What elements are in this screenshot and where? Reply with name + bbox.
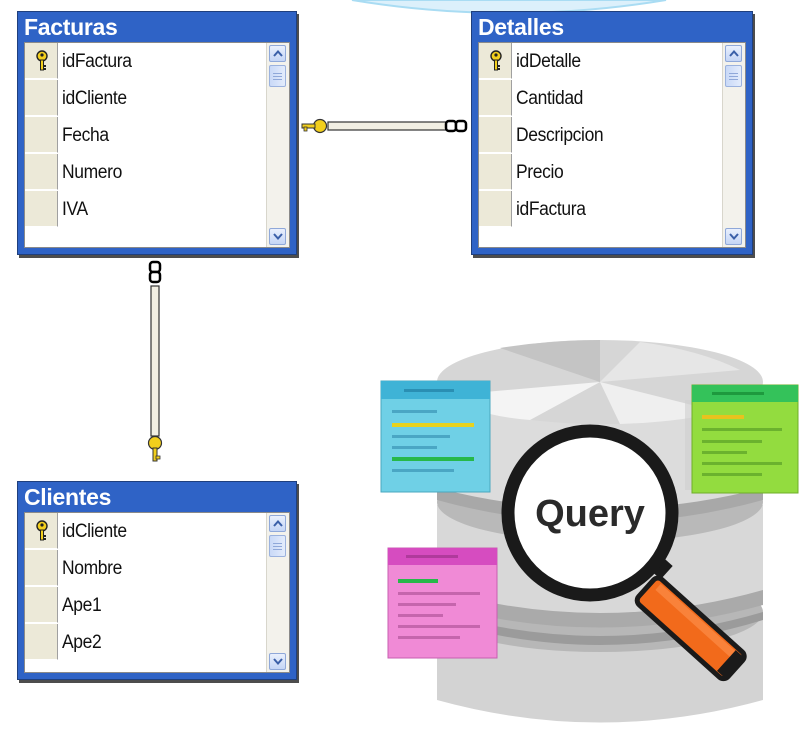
primary-key-icon	[36, 50, 48, 71]
pink-note-card	[387, 547, 498, 659]
field-name: Cantidad	[516, 88, 584, 109]
scroll-up-button[interactable]	[269, 515, 286, 532]
list-item[interactable]: idFactura	[25, 43, 267, 80]
chevron-up-icon	[273, 50, 283, 57]
list-item[interactable]: idFactura	[479, 191, 723, 228]
vertical-scrollbar[interactable]	[266, 43, 289, 247]
field-name: Ape1	[62, 595, 102, 616]
list-item[interactable]: Fecha	[25, 117, 267, 154]
field-name: Descripcion	[516, 125, 604, 146]
field-name: idDetalle	[516, 51, 581, 72]
green-note-card	[691, 384, 799, 494]
field-name: Fecha	[62, 125, 109, 146]
vertical-scrollbar[interactable]	[266, 513, 289, 672]
list-item[interactable]: Ape2	[25, 624, 267, 661]
field-name: idCliente	[62, 88, 127, 109]
relationship-facturas-clientes[interactable]	[147, 260, 163, 462]
infinity-endpoint-icon	[444, 119, 468, 133]
scroll-up-button[interactable]	[725, 45, 742, 62]
chevron-down-icon	[273, 658, 283, 665]
list-item[interactable]: Nombre	[25, 550, 267, 587]
chevron-down-icon	[729, 233, 739, 240]
table-clientes[interactable]: Clientes idCliente Nombre Ape1 Ape2	[17, 481, 297, 680]
magnifier-label: Query	[535, 493, 645, 535]
scroll-down-button[interactable]	[269, 653, 286, 670]
field-name: Ape2	[62, 632, 102, 653]
table-detalles[interactable]: Detalles idDetalle Cantidad Descripcion …	[471, 11, 753, 255]
field-name: Numero	[62, 162, 122, 183]
field-name: idCliente	[62, 521, 127, 542]
scroll-thumb[interactable]	[269, 65, 286, 87]
infinity-endpoint-icon	[148, 260, 162, 284]
list-item[interactable]: Ape1	[25, 587, 267, 624]
list-item[interactable]: Descripcion	[479, 117, 723, 154]
field-name: Nombre	[62, 558, 122, 579]
relationship-facturas-detalles[interactable]	[301, 118, 468, 134]
list-item[interactable]: Cantidad	[479, 80, 723, 117]
scroll-thumb[interactable]	[725, 65, 742, 87]
scroll-thumb[interactable]	[269, 535, 286, 557]
magnifying-glass-icon: Query	[501, 424, 747, 682]
chevron-up-icon	[273, 520, 283, 527]
scroll-down-button[interactable]	[269, 228, 286, 245]
list-item[interactable]: idDetalle	[479, 43, 723, 80]
primary-key-icon	[36, 520, 48, 541]
list-item[interactable]: idCliente	[25, 513, 267, 550]
blue-note-card	[380, 380, 491, 493]
chevron-down-icon	[273, 233, 283, 240]
field-name: IVA	[62, 199, 88, 220]
primary-key-icon	[490, 50, 502, 71]
vertical-scrollbar[interactable]	[722, 43, 745, 247]
list-item[interactable]: idCliente	[25, 80, 267, 117]
scroll-up-button[interactable]	[269, 45, 286, 62]
scroll-down-button[interactable]	[725, 228, 742, 245]
table-title: Facturas	[24, 14, 118, 40]
field-name: Precio	[516, 162, 564, 183]
chevron-up-icon	[729, 50, 739, 57]
key-endpoint-icon	[301, 118, 328, 134]
field-list: idFactura idCliente Fecha Numero IVA	[24, 42, 290, 248]
field-list: idDetalle Cantidad Descripcion Precio id…	[478, 42, 746, 248]
database-query-illustration: Query	[380, 340, 799, 723]
table-facturas[interactable]: Facturas idFactura idCliente Fecha Numer…	[17, 11, 297, 255]
list-item[interactable]: IVA	[25, 191, 267, 228]
list-item[interactable]: Precio	[479, 154, 723, 191]
table-title: Clientes	[24, 484, 112, 510]
field-name: idFactura	[62, 51, 132, 72]
list-item[interactable]: Numero	[25, 154, 267, 191]
table-title: Detalles	[478, 14, 564, 40]
field-list: idCliente Nombre Ape1 Ape2	[24, 512, 290, 673]
field-name: idFactura	[516, 199, 586, 220]
key-endpoint-icon	[147, 435, 163, 462]
